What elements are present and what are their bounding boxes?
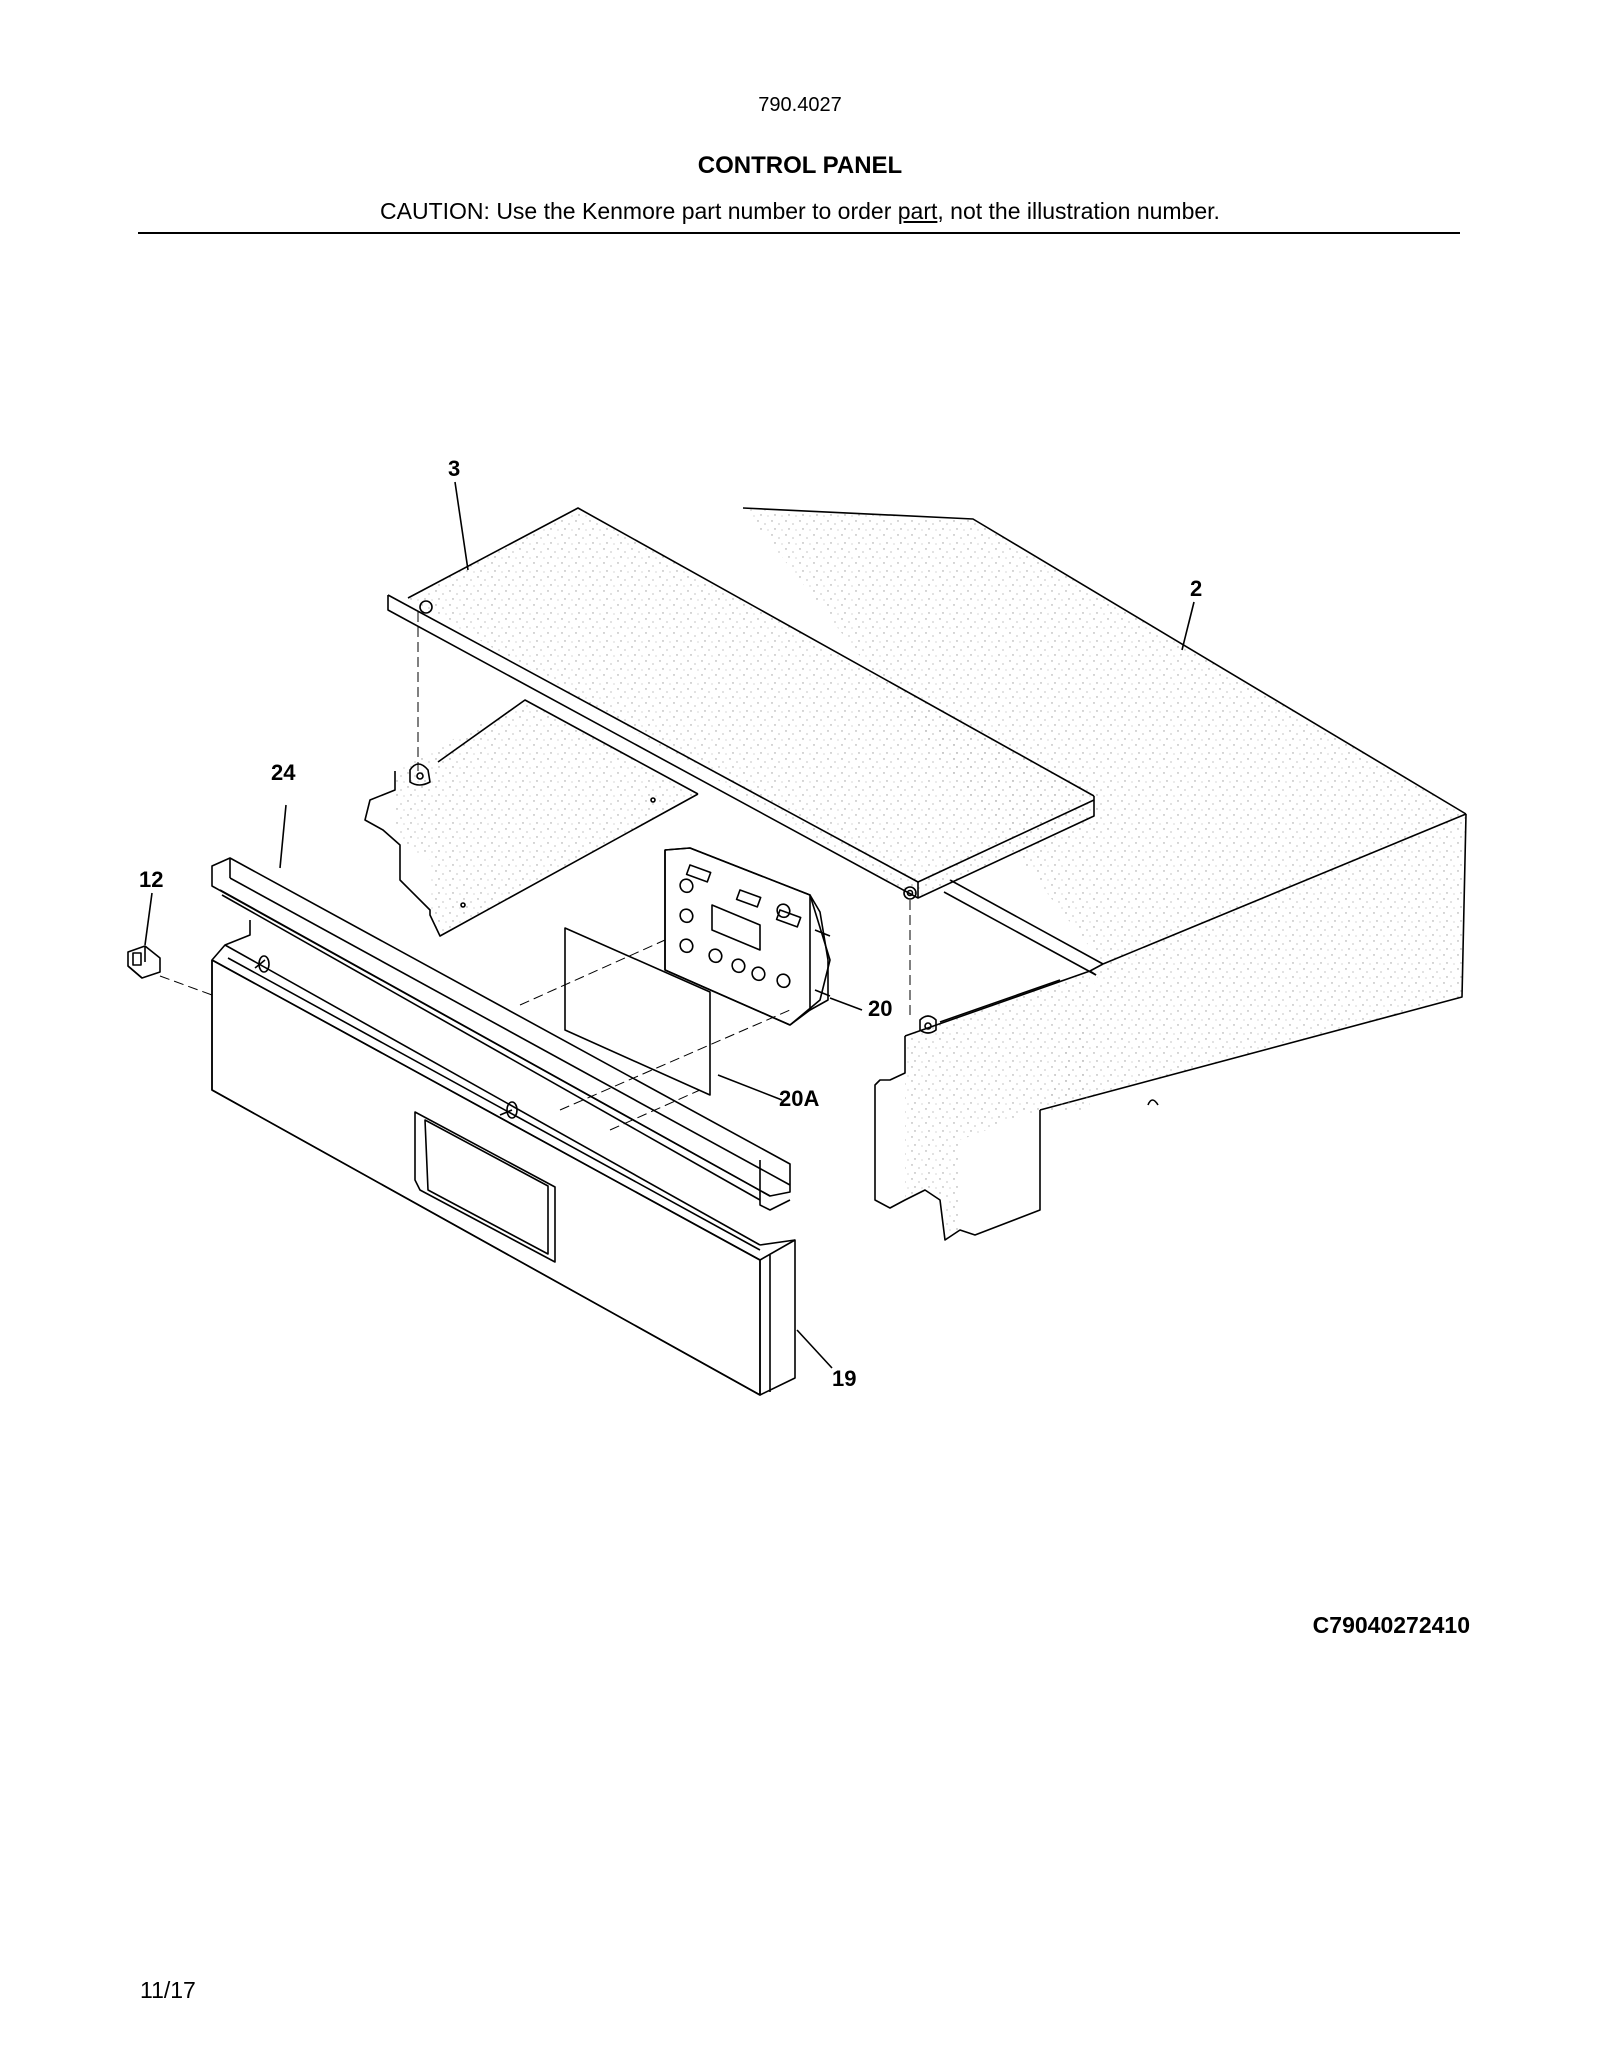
header-divider: [138, 232, 1460, 234]
page-number: 11/17: [140, 1977, 196, 2003]
caution-text-start: CAUTION: Use the Kenmore part number to …: [380, 198, 898, 224]
diagram-code: C79040272410: [1312, 1612, 1470, 1638]
part-12-switch: [127, 945, 161, 979]
callout-20: 20: [868, 996, 892, 1021]
callout-3: 3: [448, 456, 460, 481]
callout-2: 2: [1190, 576, 1202, 601]
caution-text-end: , not the illustration number.: [937, 198, 1220, 224]
part-20-electronic-control: [664, 847, 831, 1026]
part-24-trim-strip: [211, 857, 791, 1211]
callout-20a: 20A: [779, 1086, 819, 1111]
callout-leaders: [144, 481, 1195, 1369]
assembly-guide-lines: [159, 612, 911, 1131]
part-19-front-panel: [211, 920, 796, 1396]
callout-24: 24: [271, 760, 296, 785]
callout-19: 19: [832, 1366, 856, 1391]
part-20a-overlay: [564, 927, 711, 1096]
left-inner-panel: [364, 699, 699, 937]
right-side-bracket: [874, 970, 1159, 1241]
model-number: 790.4027: [758, 94, 842, 116]
part-2-rear-enclosure: [742, 507, 1467, 1111]
callout-12: 12: [139, 867, 163, 892]
caution-note: CAUTION: Use the Kenmore part number to …: [0, 198, 1600, 225]
page-title: CONTROL PANEL: [697, 152, 903, 179]
caution-underlined-word: part: [897, 198, 938, 224]
part-3-top-cover: [387, 507, 1095, 900]
